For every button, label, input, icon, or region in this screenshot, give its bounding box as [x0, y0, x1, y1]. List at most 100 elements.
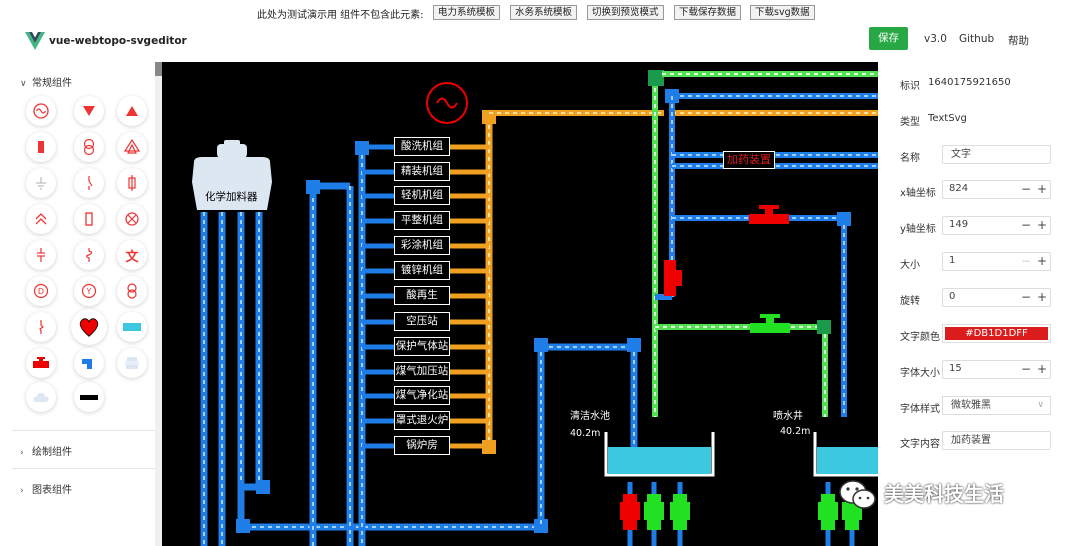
plus-icon[interactable]: +	[1036, 254, 1048, 268]
machine-label[interactable]: 彩涂机组	[394, 236, 450, 255]
machine-label[interactable]: 罩式退火炉	[394, 411, 450, 430]
machine-label[interactable]: 锅炉房	[394, 436, 450, 455]
top-bar: 此处为测试演示用 组件不包含此元素: 电力系统模板 水务系统模板 切换到预览模式…	[0, 0, 1080, 62]
water-template-button[interactable]: 水务系统模板	[510, 5, 578, 20]
pool-right-level: 40.2m	[780, 426, 811, 437]
double-circle-icon[interactable]	[117, 276, 147, 306]
size-value[interactable]: 1	[949, 255, 956, 266]
plus-icon[interactable]: +	[1036, 290, 1048, 304]
version-link[interactable]: v3.0	[924, 33, 947, 45]
machine-label[interactable]: 保护气体站	[394, 337, 450, 356]
group-common[interactable]: ∨ 常规组件	[20, 74, 72, 89]
blue-elbow-icon[interactable]	[74, 348, 104, 378]
group-common-label: 常规组件	[32, 78, 72, 89]
fuse-icon[interactable]	[26, 132, 56, 162]
minus-icon[interactable]: −	[1020, 362, 1032, 376]
scrollbar-thumb[interactable]	[155, 62, 162, 76]
vue-logo-icon	[25, 32, 45, 50]
rotate-value[interactable]: 0	[949, 291, 956, 302]
x-value[interactable]: 824	[949, 183, 969, 194]
name-input[interactable]: 文字	[942, 145, 1051, 164]
triangle-down-icon[interactable]	[74, 96, 104, 126]
id-value: 1640175921650	[928, 77, 1011, 88]
editor-canvas[interactable]: 化学加料器 酸洗机组 精装机组 轻机机组 平整机组 彩涂机组 镀锌机组 酸再生 …	[162, 62, 878, 546]
color-value[interactable]: #DB1D1DFF	[945, 327, 1048, 340]
help-link[interactable]: 帮助	[1008, 35, 1029, 47]
group-draw[interactable]: ›绘制组件	[20, 443, 72, 458]
machine-label[interactable]: 酸洗机组	[394, 137, 450, 156]
circle-d-icon[interactable]: D	[26, 276, 56, 306]
lamp-x-icon[interactable]	[117, 204, 147, 234]
chevron-down-icon: ∨	[20, 79, 27, 89]
svg-text:D: D	[38, 287, 44, 296]
text-icon[interactable]: 文	[117, 240, 147, 270]
fontstyle-value: 微软雅黑	[951, 400, 991, 411]
machine-label[interactable]: 煤气加压站	[394, 362, 450, 381]
capacitor-icon[interactable]	[26, 240, 56, 270]
machine-label[interactable]: 镀锌机组	[394, 261, 450, 280]
dosing-text-selected[interactable]: 加药装置	[723, 151, 775, 169]
red-valve-icon[interactable]	[26, 348, 56, 378]
fontsize-label: 字体大小	[900, 368, 940, 379]
type-label: 类型	[900, 117, 920, 128]
size-stepper[interactable]: 1 −+	[942, 252, 1051, 271]
fontsize-value[interactable]: 15	[949, 363, 962, 374]
download-data-button[interactable]: 下载保存数据	[674, 5, 742, 20]
machine-label[interactable]: 空压站	[394, 312, 450, 331]
triangle-up-icon[interactable]	[117, 96, 147, 126]
color-label: 文字颜色	[900, 332, 940, 343]
alternating-current-icon[interactable]	[26, 96, 56, 126]
arrester-icon[interactable]	[117, 168, 147, 198]
machine-label[interactable]: 平整机组	[394, 211, 450, 230]
cloud-icon[interactable]	[26, 382, 56, 412]
machine-label[interactable]: 煤气净化站	[394, 386, 450, 405]
minus-icon[interactable]: −	[1020, 254, 1032, 268]
x-stepper[interactable]: 824 −+	[942, 180, 1051, 199]
cyan-tank-icon[interactable]	[117, 312, 147, 342]
color-picker[interactable]: #DB1D1DFF	[942, 324, 1051, 343]
preview-mode-button[interactable]: 切换到预览模式	[587, 5, 664, 20]
pool-right-label: 喷水井	[773, 411, 803, 422]
group-chart[interactable]: › 图表组件	[20, 481, 72, 496]
chevron-right-icon: ›	[20, 486, 24, 496]
coil-icon[interactable]	[74, 240, 104, 270]
tower-icon[interactable]	[117, 348, 147, 378]
minus-icon[interactable]: −	[1020, 218, 1032, 232]
plus-icon[interactable]: +	[1036, 182, 1048, 196]
rotate-label: 旋转	[900, 296, 920, 307]
plus-icon[interactable]: +	[1036, 218, 1048, 232]
black-bar-icon[interactable]	[74, 382, 104, 412]
ground-icon[interactable]	[26, 168, 56, 198]
component-panel-scrollbar[interactable]	[155, 62, 162, 546]
heart-icon[interactable]	[71, 309, 107, 345]
switch-icon[interactable]	[74, 168, 104, 198]
plus-icon[interactable]: +	[1036, 362, 1048, 376]
y-stepper[interactable]: 149 −+	[942, 216, 1051, 235]
double-chevron-up-icon[interactable]	[26, 204, 56, 234]
machine-label[interactable]: 酸再生	[394, 286, 450, 305]
y-value[interactable]: 149	[949, 219, 969, 230]
group-chart-label: 图表组件	[32, 485, 72, 496]
machine-label[interactable]: 轻机机组	[394, 186, 450, 205]
rotate-stepper[interactable]: 0 −+	[942, 288, 1051, 307]
component-panel: ∨ 常规组件 文 D	[0, 62, 162, 546]
pool-left-level: 40.2m	[570, 428, 601, 439]
circle-y-icon[interactable]: Y	[74, 276, 104, 306]
transformer-y-icon[interactable]	[74, 132, 104, 162]
minus-icon[interactable]: −	[1020, 182, 1032, 196]
content-label: 文字内容	[900, 439, 940, 450]
download-svg-button[interactable]: 下载svg数据	[750, 5, 815, 20]
fontstyle-select[interactable]: 微软雅黑 ∨	[942, 396, 1051, 415]
power-template-button[interactable]: 电力系统模板	[433, 5, 501, 20]
fontsize-stepper[interactable]: 15 −+	[942, 360, 1051, 379]
content-input[interactable]: 加药装置	[942, 431, 1051, 450]
github-link[interactable]: Github	[959, 33, 995, 45]
save-button[interactable]: 保存	[869, 27, 908, 50]
broken-line-icon[interactable]	[26, 312, 56, 342]
demo-notice: 此处为测试演示用 组件不包含此元素:	[257, 10, 424, 21]
machine-label[interactable]: 精装机组	[394, 162, 450, 181]
minus-icon[interactable]: −	[1020, 290, 1032, 304]
group-divider	[12, 468, 157, 469]
resistor-icon[interactable]	[74, 204, 104, 234]
transformer-triangle-icon[interactable]	[117, 132, 147, 162]
